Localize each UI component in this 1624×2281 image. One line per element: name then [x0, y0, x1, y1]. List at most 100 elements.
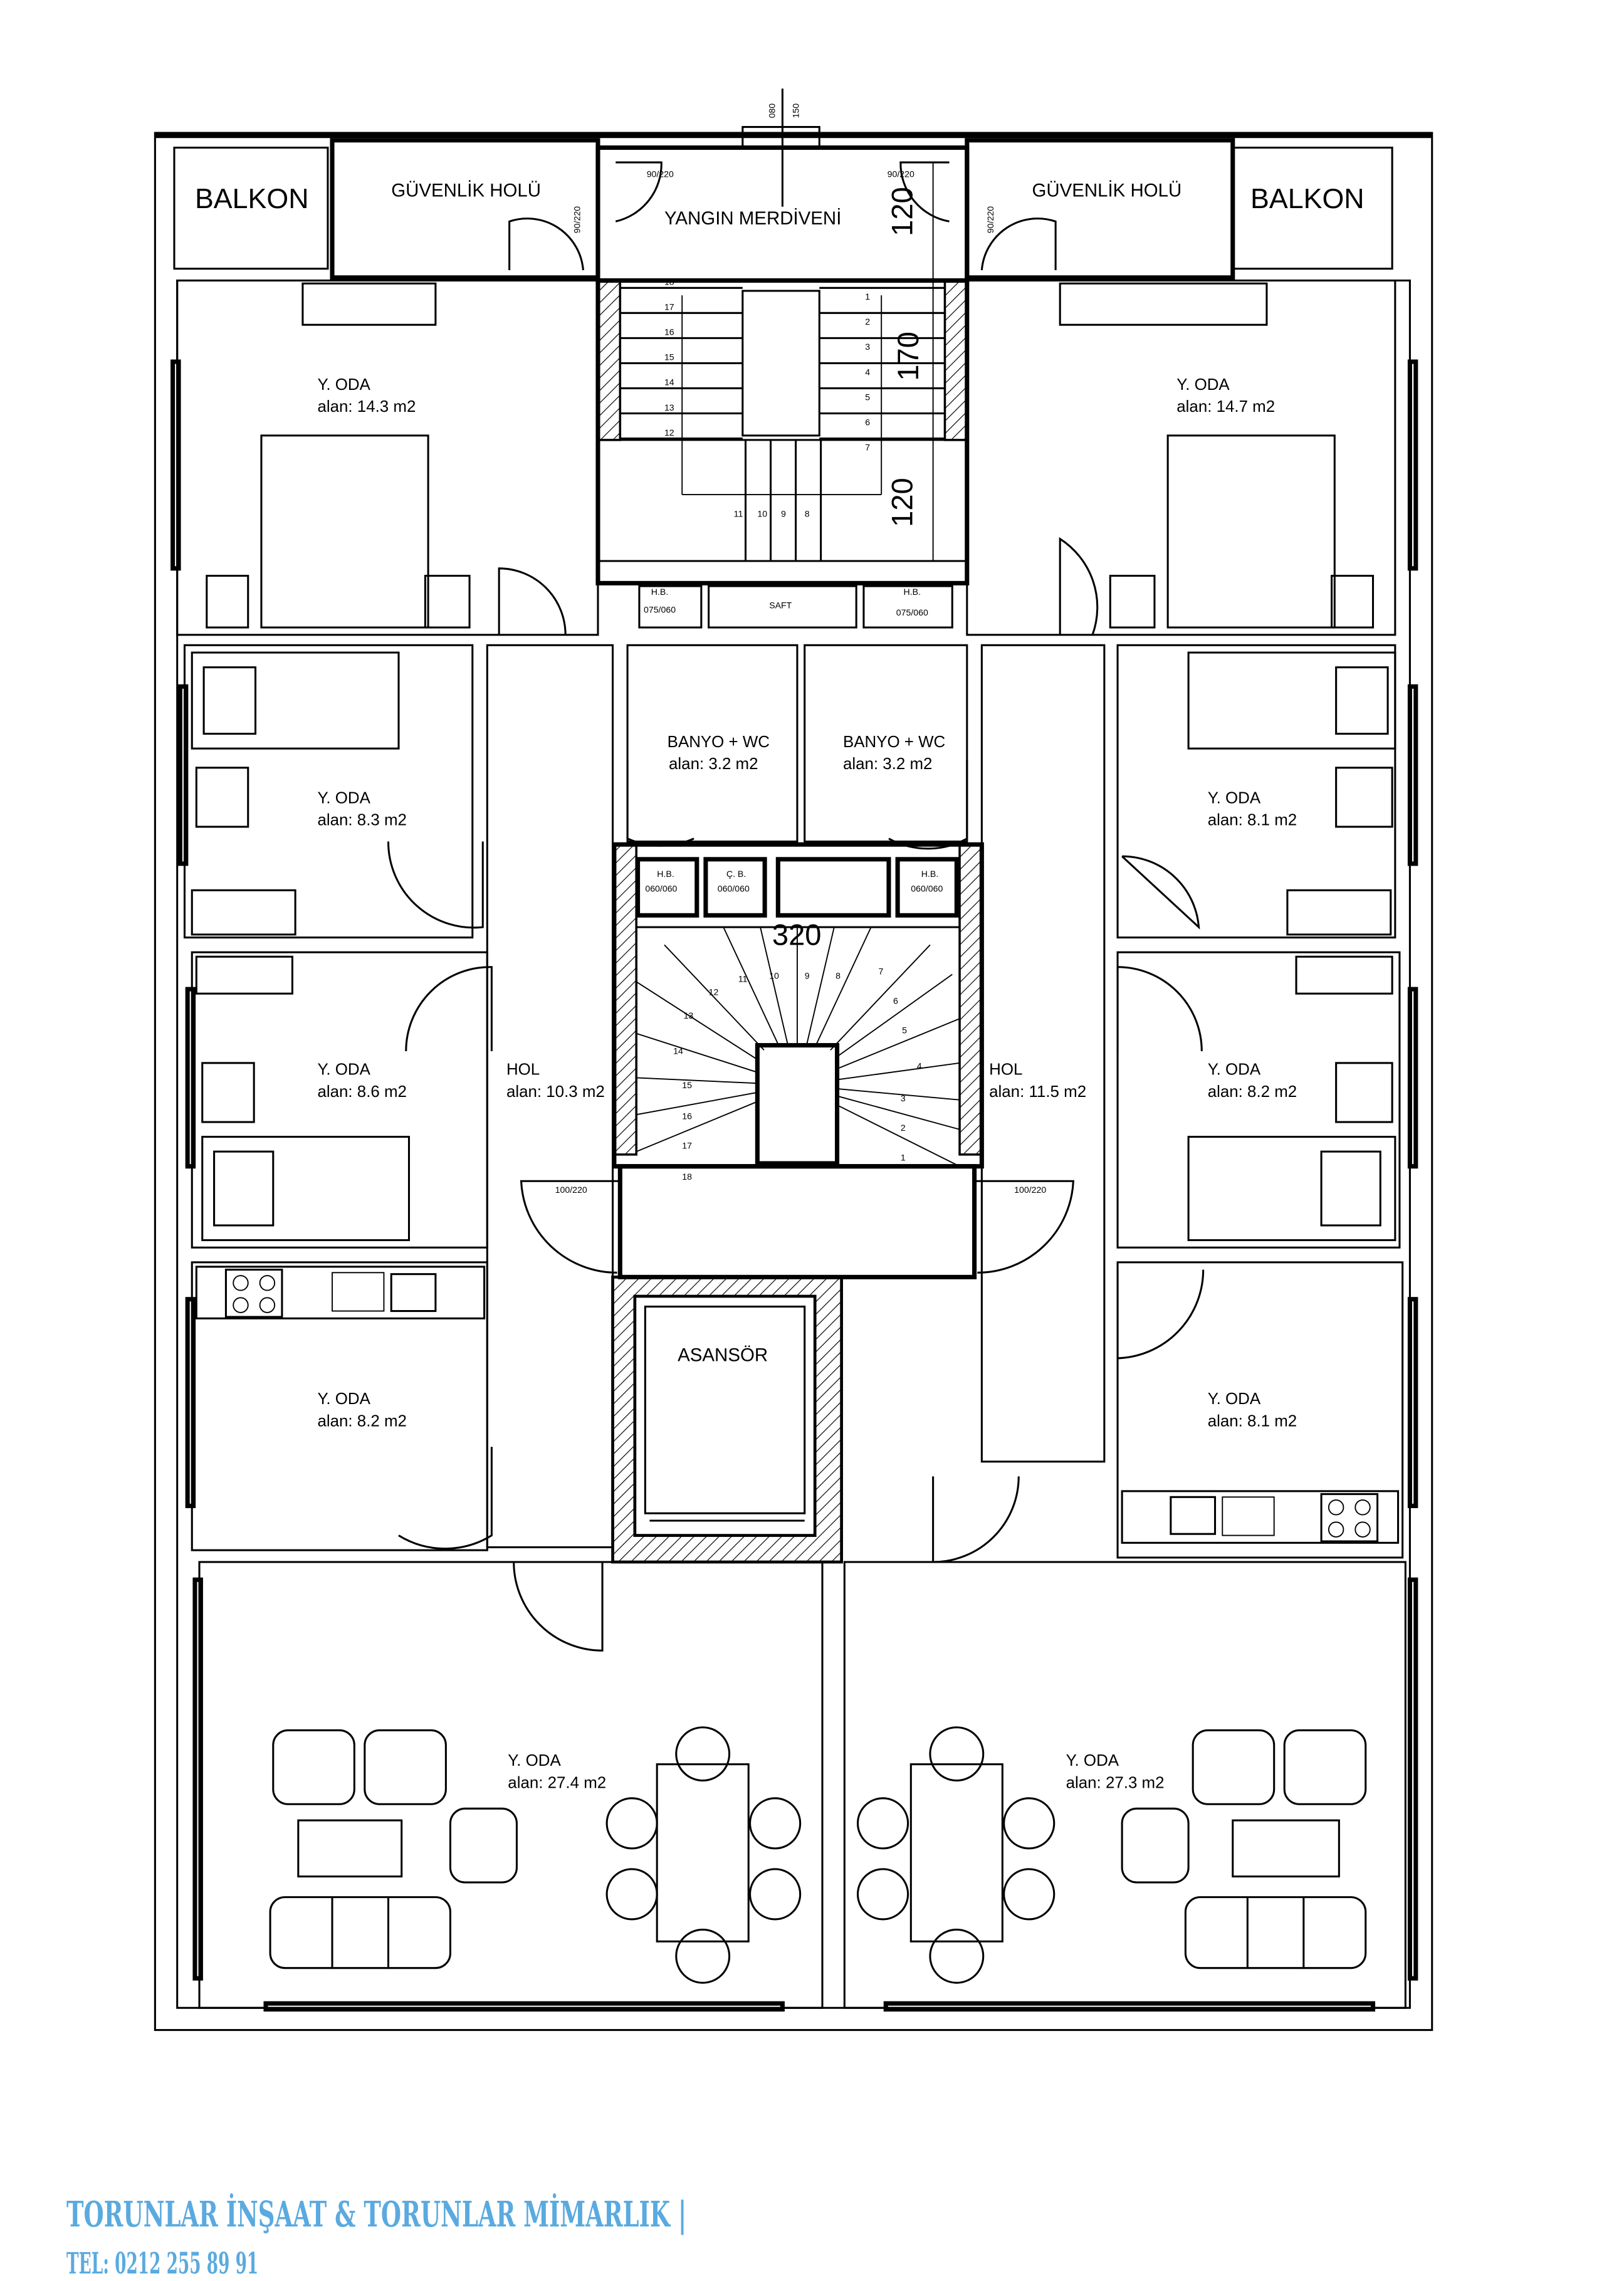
bed-icon: [1187, 955, 1396, 1242]
stair-step-number: 8: [805, 508, 810, 518]
dim-top-a: 080: [767, 103, 777, 118]
stair-step-number: 16: [664, 327, 674, 337]
door-label: 100/220: [1014, 1185, 1046, 1195]
room-area: alan: 8.1 m2: [1208, 812, 1297, 829]
kitchen-counter-icon: [1121, 1490, 1400, 1544]
door-label: 100/220: [555, 1185, 587, 1195]
stair-step-number: 11: [734, 508, 743, 518]
room-name: Y. ODA: [317, 1061, 370, 1079]
bed-icon: [206, 282, 471, 629]
dim-center-stair: 320: [772, 918, 822, 951]
room-area: alan: 8.2 m2: [1208, 1083, 1297, 1101]
dim-stair-a: 120: [886, 187, 919, 236]
shaft-cb-size: 060/060: [718, 884, 750, 894]
room-name: Y. ODA: [317, 1390, 370, 1408]
hall-area: alan: 10.3 m2: [506, 1083, 605, 1101]
sofa-icon: [269, 1729, 518, 1969]
stair-step-number: 4: [917, 1061, 922, 1071]
stair-step-number: 13: [664, 402, 674, 412]
stair-step-number: 3: [901, 1093, 906, 1103]
stair-step-number: 4: [865, 367, 870, 377]
door-label: 90/220: [647, 169, 674, 179]
room-area: alan: 8.6 m2: [317, 1083, 407, 1101]
living-right: [843, 1561, 1407, 2009]
security-hall-left: [330, 138, 600, 280]
bed-icon: [195, 955, 411, 1242]
stair-step-number: 17: [682, 1140, 692, 1150]
dining-table-icon: [856, 1726, 1056, 1984]
shaft-hb-size: 075/060: [896, 607, 928, 617]
stair-tread: [760, 926, 789, 1046]
room-name: Y. ODA: [1176, 376, 1230, 394]
shaft-hb-size: 060/060: [645, 884, 677, 894]
room-name: Y. ODA: [317, 376, 370, 394]
stair-tread: [664, 944, 765, 1051]
room-name: Y. ODA: [1066, 1752, 1119, 1770]
shaft: [775, 857, 891, 918]
hall-right: [980, 644, 1106, 1463]
stair-step-number: 6: [865, 417, 870, 427]
stair-tread: [836, 973, 953, 1058]
stair-tread: [837, 1062, 960, 1081]
stair-step-number: 17: [664, 302, 674, 312]
room-area: alan: 8.1 m2: [1208, 1412, 1297, 1430]
shaft-hb: [862, 585, 953, 629]
room-name: Y. ODA: [1208, 1061, 1261, 1079]
company-logo-text: TORUNLAR İNŞAAT & TORUNLAR MİMARLIK |: [66, 2193, 686, 2235]
shaft-saft: [708, 585, 857, 629]
balcony-right-label: BALKON: [1250, 183, 1365, 214]
hall-name: HOL: [989, 1061, 1022, 1079]
lobby: [617, 1164, 977, 1279]
stair-step-number: 5: [865, 392, 870, 402]
door-label: 90/220: [985, 206, 995, 233]
room-name: Y. ODA: [317, 789, 370, 807]
stair-tread: [636, 1092, 757, 1116]
stair-step-number: 7: [865, 442, 870, 452]
room-name: Y. ODA: [1208, 1390, 1261, 1408]
bed-icon: [191, 651, 400, 936]
stair-tread: [636, 1101, 758, 1153]
stair-step-number: 3: [865, 342, 870, 352]
balcony-left-label: BALKON: [195, 183, 309, 214]
bathroom: [626, 644, 799, 843]
stair-step-number: 8: [836, 971, 841, 981]
room-bedroom: [176, 279, 599, 636]
stair-tread: [636, 1032, 758, 1073]
stair-tread: [636, 1077, 757, 1084]
living-left: [198, 1561, 824, 2009]
shaft-hb: [636, 857, 699, 918]
stair-step-number: 11: [738, 973, 748, 983]
room-bedroom: [183, 644, 474, 939]
shaft-hb-name: H.B.: [651, 587, 668, 597]
door-label: 90/220: [888, 169, 914, 179]
security-hall-right-label: GÜVENLİK HOLÜ: [1032, 180, 1181, 201]
balcony-right: [1232, 147, 1393, 270]
stair-step-number: 18: [664, 277, 674, 287]
room-name: Y. ODA: [1208, 789, 1261, 807]
bathroom: [804, 644, 968, 843]
stair-step-number: 12: [709, 987, 719, 997]
shaft-cb: [703, 857, 767, 918]
stair-step-number: 10: [757, 508, 767, 518]
stair-step-number: 16: [682, 1111, 692, 1121]
room-area: alan: 14.3 m2: [317, 398, 416, 416]
stair-step-number: 5: [902, 1025, 907, 1036]
room-area: alan: 27.3 m2: [1066, 1774, 1165, 1791]
shaft-saft-label: SAFT: [769, 600, 792, 610]
stair-step-number: 12: [664, 427, 674, 438]
stair-step-number: 9: [781, 508, 786, 518]
dim-top-b: 150: [790, 103, 800, 118]
dim-stair-b: 170: [891, 332, 925, 381]
bathroom-name: BANYO + WC: [843, 733, 945, 751]
fire-stair-label: YANGIN MERDİVENİ: [664, 208, 841, 229]
bed-icon: [1059, 282, 1375, 629]
stair-tread: [837, 1095, 960, 1130]
interior-doors: [387, 537, 1205, 1652]
bathroom-area: alan: 3.2 m2: [669, 755, 758, 773]
room-name: Y. ODA: [508, 1752, 561, 1770]
windows: [170, 359, 1418, 2012]
stair-step-number: 2: [865, 317, 870, 327]
stair-step-number: 6: [893, 996, 898, 1006]
sofa-icon: [1121, 1729, 1367, 1969]
